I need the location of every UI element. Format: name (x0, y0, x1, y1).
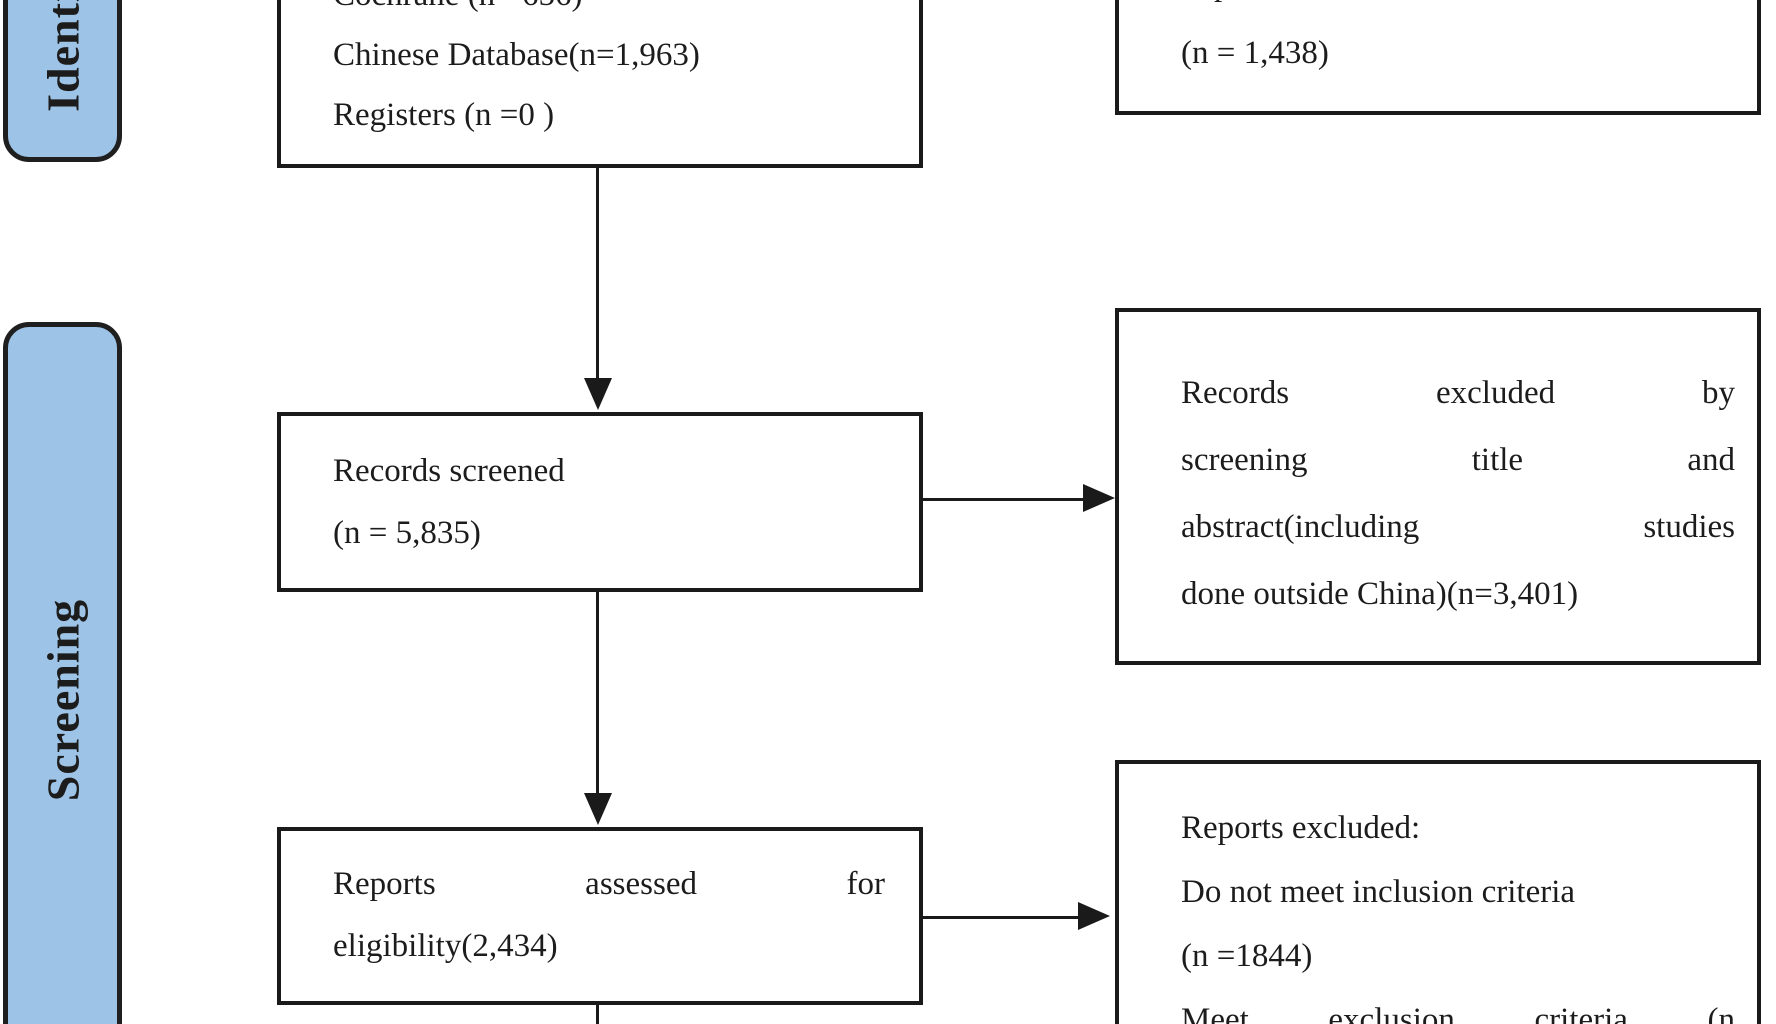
arrow-line-sources-to-screened (596, 168, 599, 380)
box-records-removed: duplicate records removed (n = 1,438) (1115, 0, 1761, 115)
box-text-line: (n = 5,835) (333, 515, 481, 551)
box-reports-excluded: Reports excluded: Do not meet inclusion c… (1115, 760, 1761, 1024)
box-text-line: duplicate records removed (1181, 0, 1737, 15)
box-text-line: Meet exclusion criteria (n (1181, 1002, 1735, 1024)
box-text-line: Cochrane (n =656) (333, 0, 889, 25)
stage-bar-screening: Screening (3, 322, 122, 1024)
box-reports-assessed: Reports assessed for eligibility(2,434) (277, 827, 923, 1005)
arrow-line-assessed-down (596, 1005, 599, 1024)
box-text-line: Reports assessed for (333, 866, 885, 902)
arrow-line-screened-to-assessed (596, 592, 599, 795)
box-text-line: eligibility(2,434) (333, 928, 558, 964)
box-records-excluded: Records excluded by screening title and ab… (1115, 308, 1761, 665)
box-text-line: Do not meet inclusion criteria (1181, 874, 1576, 910)
arrow-head-down-icon (584, 378, 612, 410)
arrow-line-assessed-to-excluded (923, 916, 1078, 919)
box-text-line: Registers (n =0 ) (333, 97, 555, 133)
arrow-head-right-icon (1078, 902, 1110, 930)
box-identification-sources: Cochrane (n =656) Chinese Database(n=1,96… (277, 0, 923, 168)
box-text-line: abstract(including studies (1181, 509, 1735, 545)
box-records-screened: Records screened (n = 5,835) (277, 412, 923, 592)
stage-bar-identification: Identification (3, 0, 122, 162)
arrow-head-right-icon (1083, 484, 1115, 512)
box-text-line: done outside China)(n=3,401) (1181, 576, 1579, 612)
stage-label-screening: Screening (37, 598, 88, 802)
box-text-line: (n = 1,438) (1181, 35, 1329, 71)
box-text-line: Records screened (333, 453, 565, 489)
arrow-head-down-icon (584, 793, 612, 825)
box-text-line: Reports excluded: (1181, 810, 1421, 846)
box-text-line: Records excluded by (1181, 375, 1735, 411)
arrow-line-screened-to-excluded (923, 498, 1083, 501)
box-text-line: Chinese Database(n=1,963) (333, 37, 700, 73)
stage-label-identification: Identification (36, 0, 89, 112)
box-text-line: (n =1844) (1181, 938, 1313, 974)
box-text-line: screening title and (1181, 442, 1735, 478)
